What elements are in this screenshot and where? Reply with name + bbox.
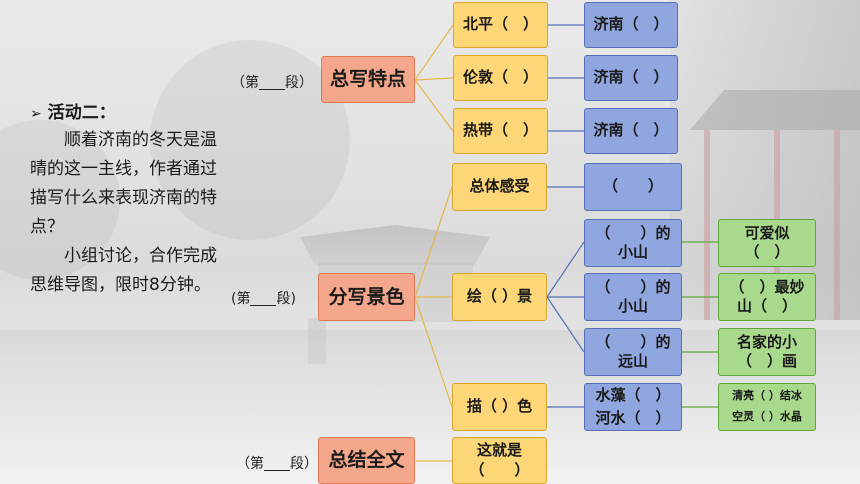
segment-blank (250, 291, 277, 306)
activity-title-text: 活动二： (47, 103, 116, 123)
leaf-node: （ ）最妙 山（ ） (718, 273, 816, 321)
pillar-shape (704, 130, 710, 320)
branch-node: 这就是 （ ） (452, 437, 547, 484)
section-title-1: 总写特点 (321, 56, 415, 103)
target-node: 济南（ ） (584, 55, 678, 101)
segment-prefix: （第 (231, 75, 259, 91)
tree-shape (150, 40, 350, 240)
branch-node: 描（ ）色 (452, 383, 547, 431)
leaf-node: 清亮（ ）结冰 空灵（ ）水晶 (718, 383, 816, 431)
segment-suffix: 段) (276, 291, 296, 307)
leaf-node: 名家的小 （ ）画 (718, 328, 816, 376)
segment-prefix: (第 (231, 291, 251, 307)
connector-line (414, 24, 454, 81)
segment-blank (264, 456, 290, 471)
connector-line (546, 241, 585, 298)
branch-node: 热带（ ） (453, 108, 548, 154)
leaf-node: 可爱似 （ ） (718, 219, 816, 267)
sub-node: 水藻（ ） 河水（ ） (584, 383, 682, 431)
target-node: 济南（ ） (584, 108, 678, 154)
connector-line (414, 79, 454, 132)
segment-label-2: (第 段) (231, 288, 296, 308)
connector-line (414, 186, 453, 298)
connector-line (414, 296, 453, 408)
branch-node: 绘（ ）景 (452, 273, 547, 321)
segment-label-3: （第 段） (236, 453, 318, 473)
branch-node: 伦敦（ ） (453, 55, 548, 101)
pillar-shape (834, 130, 840, 320)
section-title-3: 总结全文 (318, 437, 415, 484)
target-node: （ ） (584, 163, 682, 211)
branch-node: 北平（ ） (453, 2, 548, 48)
segment-label-1: （第 段） (231, 72, 313, 92)
branch-node: 总体感受 (452, 163, 547, 211)
segment-blank (259, 75, 285, 90)
sub-node: （ ）的 小山 (584, 273, 682, 321)
activity-title: ➢ 活动二： (30, 98, 116, 123)
segment-suffix: 段） (290, 456, 318, 472)
arrow-bullet-icon: ➢ (30, 106, 42, 122)
activity-description: 顺着济南的冬天是温晴的这一主线，作者通过描写什么来表现济南的特点？ 小组讨论，合… (30, 130, 217, 295)
target-node: 济南（ ） (584, 2, 678, 48)
segment-suffix: 段） (285, 75, 313, 91)
sub-node: （ ）的 远山 (584, 328, 682, 376)
segment-prefix: （第 (236, 456, 264, 472)
connector-line (546, 296, 585, 353)
sub-node: （ ）的 小山 (584, 219, 682, 267)
connector-line (414, 77, 454, 81)
section-title-2: 分写景色 (318, 273, 415, 321)
